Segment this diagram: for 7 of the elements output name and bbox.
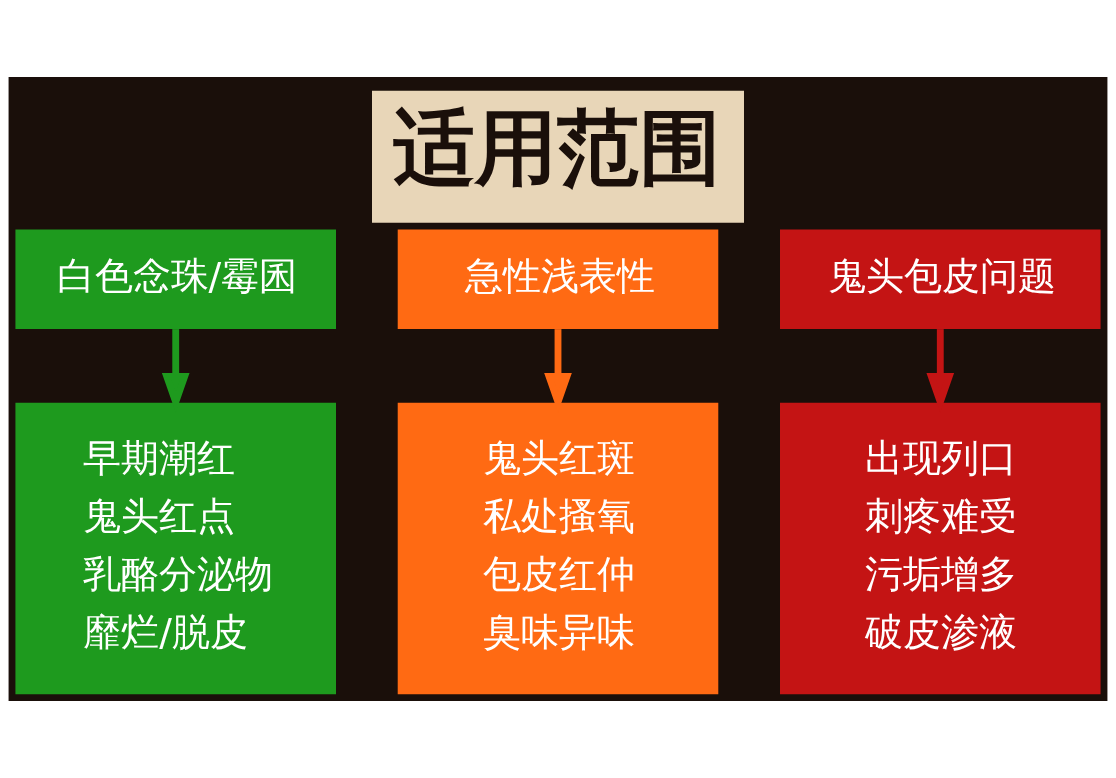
node-box: 急性浅表性	[397, 229, 719, 329]
node-box: 白色念珠/霉囷	[15, 229, 336, 329]
node-box: 出现列口 刺疼难受 污垢增多 破皮渗液	[780, 402, 1101, 695]
diagram-title: 适用范围	[393, 100, 722, 196]
node-box: 鬼头包皮问题	[780, 229, 1101, 329]
node-box: 鬼头红斑 私处搔氧 包皮红仲 臭味异味	[397, 402, 719, 695]
node-box: 早期潮红 鬼头红点 乳酪分泌物 靡烂/脱皮	[15, 402, 336, 695]
